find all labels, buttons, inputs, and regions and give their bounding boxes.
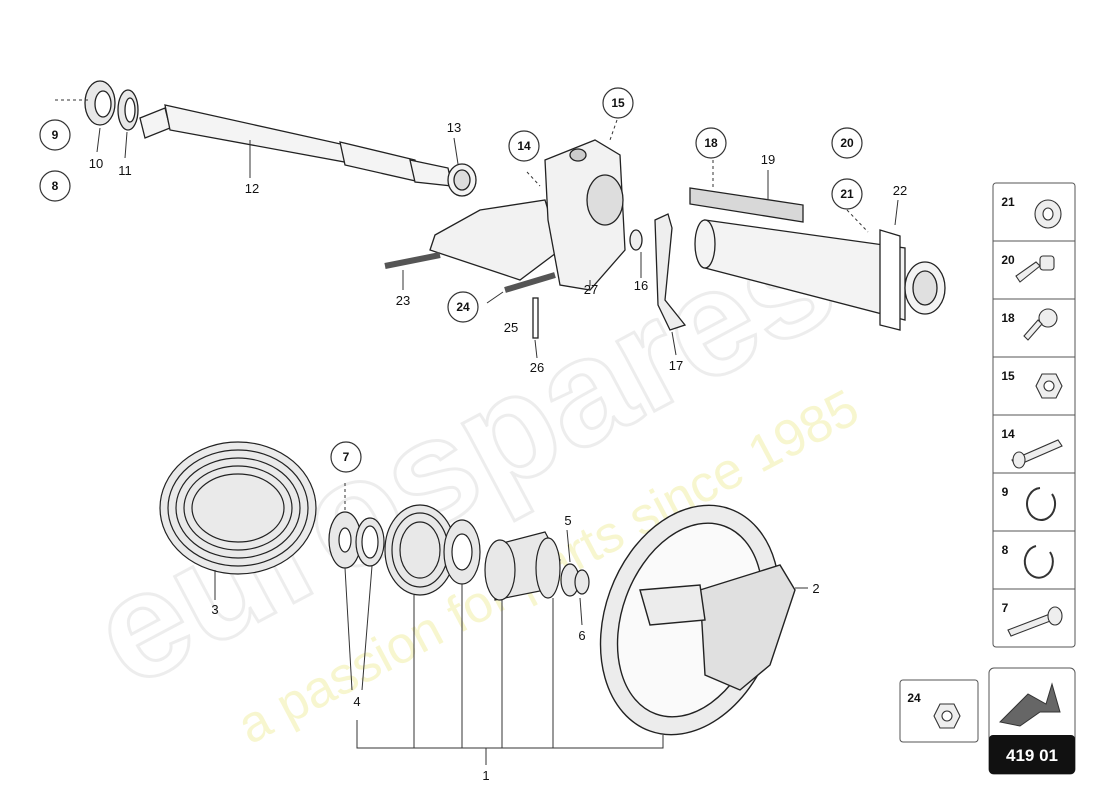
legend-item-24: 24 [907,691,921,705]
callout-20: 20 [840,136,854,150]
callout-27: 27 [584,282,598,297]
callout-numbers: 9 8 10 11 12 13 14 15 18 19 20 21 22 23 … [52,96,908,783]
pin-bolt-icon [1011,439,1063,469]
legend-item-18: 18 [1001,311,1015,325]
legend-item-9: 9 [1002,485,1009,499]
callout-26: 26 [530,360,544,375]
screw-icon [1007,606,1063,637]
callout-9: 9 [52,128,59,142]
nut-icon [933,703,961,729]
boot-parts [328,504,590,601]
legend-icons [1007,199,1063,637]
legend-item-14: 14 [1001,427,1015,441]
callout-circles [39,87,863,473]
boot-large [159,441,317,575]
callout-24: 24 [456,300,470,314]
callout-1: 1 [482,768,489,783]
callout-14: 14 [517,139,531,153]
adjust-lever [629,213,687,331]
nav-arrow-box[interactable]: 419 01 [988,667,1076,775]
diagram-id: 419 01 [1006,746,1058,765]
callout-19: 19 [761,152,775,167]
legend-box-24: 24 [899,679,979,743]
callout-2: 2 [812,581,819,596]
callout-16: 16 [634,278,648,293]
circlip-icon [1026,487,1057,521]
callout-7: 7 [343,450,350,464]
arrow-icon [998,682,1061,727]
legend-item-21: 21 [1001,195,1015,209]
nut-icon-15 [1035,373,1063,399]
legend-item-7: 7 [1002,601,1009,615]
callout-6: 6 [578,628,585,643]
legend-item-8: 8 [1002,543,1009,557]
flange-screw-icon [1023,308,1058,341]
bolt-icon [1015,255,1055,283]
callout-4: 4 [353,694,360,709]
callout-15: 15 [611,96,625,110]
callout-17: 17 [669,358,683,373]
callout-12: 12 [245,181,259,196]
legend-item-20: 20 [1001,253,1015,267]
callout-25: 25 [504,320,518,335]
callout-3: 3 [211,602,218,617]
callout-22: 22 [893,183,907,198]
strip [689,187,804,223]
legend-numbers: 21 20 18 15 14 9 8 7 [1001,195,1015,615]
steering-shaft [139,104,477,197]
snap-ring-icon [1023,545,1054,579]
bearing [84,80,139,131]
leader-lines [55,99,899,765]
callout-18: 18 [704,136,718,150]
legend-item-15: 15 [1001,369,1015,383]
callout-11: 11 [118,163,132,178]
column-bracket [384,139,626,339]
callout-8: 8 [52,179,59,193]
callout-10: 10 [89,156,103,171]
callout-21: 21 [840,187,854,201]
washer-icon [1034,199,1062,229]
callout-23: 23 [396,293,410,308]
column-tube [694,219,946,331]
callout-5: 5 [564,513,571,528]
callout-13: 13 [447,120,461,135]
legend-panel [992,182,1076,648]
steering-wheel [599,504,796,736]
